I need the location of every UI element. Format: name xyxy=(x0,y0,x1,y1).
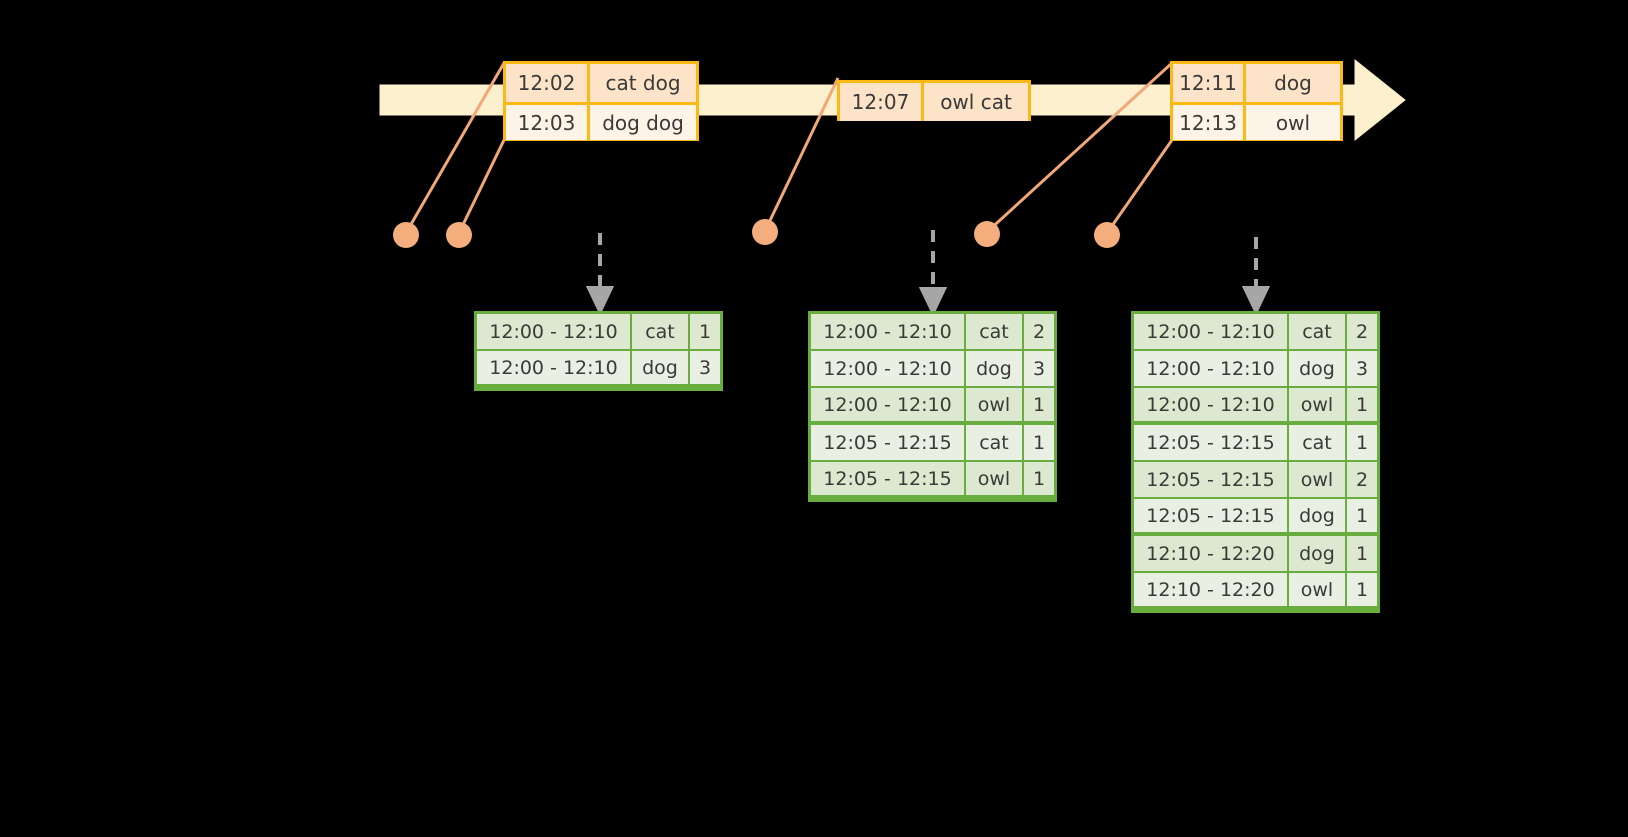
event-words: cat dog xyxy=(605,71,681,95)
cell-window: 12:00 - 12:10 xyxy=(477,351,632,384)
event-group-2[interactable]: 12:07 owl cat xyxy=(837,80,1031,121)
cell-count: 1 xyxy=(1347,573,1377,606)
cell-count: 1 xyxy=(1024,425,1054,460)
cell-word: owl xyxy=(966,462,1024,495)
cell-word: dog xyxy=(1289,499,1347,532)
cell-word: cat xyxy=(632,314,690,349)
cell-window: 12:05 - 12:15 xyxy=(1134,499,1289,532)
cell-window: 12:00 - 12:10 xyxy=(811,388,966,421)
cell-count: 3 xyxy=(690,351,720,384)
cell-window: 12:05 - 12:15 xyxy=(811,462,966,495)
connector-dot-4 xyxy=(974,221,1000,247)
cell-window: 12:00 - 12:10 xyxy=(1134,314,1289,349)
event-row[interactable]: 12:02 cat dog xyxy=(506,64,696,102)
cell-window: 12:00 - 12:10 xyxy=(477,314,632,349)
cell-word: dog xyxy=(632,351,690,384)
event-connector-dots xyxy=(393,219,1120,248)
cell-count: 3 xyxy=(1024,351,1054,386)
event-row[interactable]: 12:07 owl cat xyxy=(840,83,1028,121)
connector-line-3 xyxy=(763,77,840,232)
event-words: dog dog xyxy=(602,110,684,135)
cell-count: 2 xyxy=(1347,314,1377,349)
cell-word: cat xyxy=(966,425,1024,460)
connector-dot-3 xyxy=(752,219,778,245)
connector-dot-1 xyxy=(393,222,419,248)
event-row[interactable]: 12:03 dog dog xyxy=(506,102,696,140)
event-time: 12:13 xyxy=(1173,105,1246,140)
connector-line-1 xyxy=(404,62,506,234)
cell-count: 1 xyxy=(1347,499,1377,532)
event-row[interactable]: 12:11 dog xyxy=(1173,64,1340,102)
connector-line-4 xyxy=(985,61,1174,234)
cell-window: 12:10 - 12:20 xyxy=(1134,536,1289,571)
cell-count: 1 xyxy=(1347,536,1377,571)
cell-count: 2 xyxy=(1024,314,1054,349)
cell-count: 1 xyxy=(1024,462,1054,495)
cell-count: 1 xyxy=(1024,388,1054,421)
cell-word: dog xyxy=(1289,536,1347,571)
event-words: owl cat xyxy=(940,90,1012,114)
cell-window: 12:00 - 12:10 xyxy=(1134,388,1289,421)
cell-word: owl xyxy=(966,388,1024,421)
event-group-1[interactable]: 12:02 cat dog 12:03 dog dog xyxy=(503,61,699,141)
cell-window: 12:00 - 12:10 xyxy=(1134,351,1289,386)
event-row[interactable]: 12:13 owl xyxy=(1173,102,1340,140)
cell-word: owl xyxy=(1289,388,1347,421)
cell-word: cat xyxy=(966,314,1024,349)
event-words: owl xyxy=(1275,110,1311,135)
cell-word: cat xyxy=(1289,425,1347,460)
connector-dot-2 xyxy=(446,222,472,248)
cell-window: 12:05 - 12:15 xyxy=(1134,462,1289,497)
emit-arrows xyxy=(585,230,1271,317)
event-time: 12:07 xyxy=(840,83,924,121)
event-time: 12:03 xyxy=(506,105,590,140)
cell-window: 12:05 - 12:15 xyxy=(811,425,966,460)
cell-word: dog xyxy=(966,351,1024,386)
cell-window: 12:05 - 12:15 xyxy=(1134,425,1289,460)
connector-line-5 xyxy=(1105,139,1174,234)
cell-word: owl xyxy=(1289,573,1347,606)
cell-count: 2 xyxy=(1347,462,1377,497)
connector-dot-5 xyxy=(1094,222,1120,248)
cell-count: 3 xyxy=(1347,351,1377,386)
cell-count: 1 xyxy=(1347,425,1377,460)
cell-count: 1 xyxy=(1347,388,1377,421)
cell-window: 12:00 - 12:10 xyxy=(811,314,966,349)
cell-word: dog xyxy=(1289,351,1347,386)
cell-count: 1 xyxy=(690,314,720,349)
event-connectors xyxy=(404,61,1174,234)
event-time: 12:11 xyxy=(1173,64,1246,102)
cell-word: owl xyxy=(1289,462,1347,497)
cell-window: 12:10 - 12:20 xyxy=(1134,573,1289,606)
cell-word: cat xyxy=(1289,314,1347,349)
cell-window: 12:00 - 12:10 xyxy=(811,351,966,386)
event-group-3[interactable]: 12:11 dog 12:13 owl xyxy=(1170,61,1343,141)
event-words: dog xyxy=(1274,71,1312,95)
connector-line-2 xyxy=(457,139,506,234)
event-time: 12:02 xyxy=(506,64,590,102)
